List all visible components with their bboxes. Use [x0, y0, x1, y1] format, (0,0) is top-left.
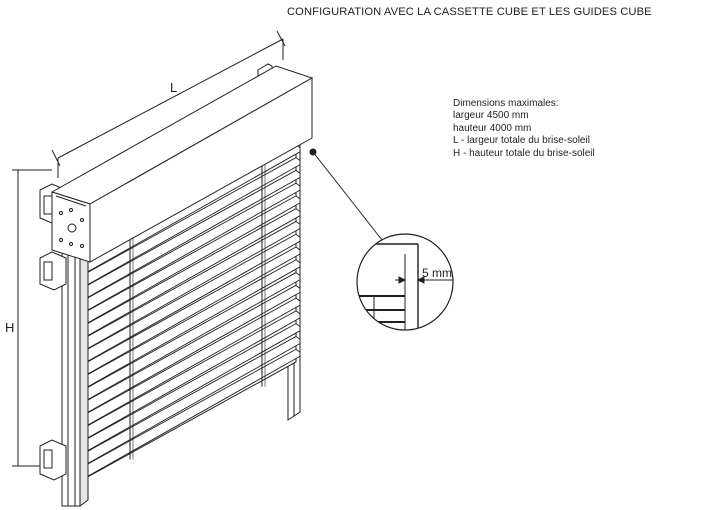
detail-magnifier: 5 mm	[356, 233, 454, 331]
width-label: L	[170, 80, 177, 95]
left-guide-rail	[61, 243, 89, 507]
height-legend: H - hauteur totale du brise-soleil	[453, 147, 595, 159]
detail-leader	[309, 148, 383, 241]
gap-label: 5 mm	[422, 266, 452, 280]
max-width-note: largeur 4500 mm	[453, 110, 529, 122]
width-legend: L - largeur totale du brise-soleil	[453, 135, 590, 147]
blade-panel	[81, 131, 301, 481]
width-dimension	[51, 30, 286, 178]
height-label: H	[5, 320, 14, 335]
notes-block: Dimensions maximales: largeur 4500 mm ha…	[453, 98, 595, 160]
notes-heading: Dimensions maximales:	[453, 98, 559, 109]
max-height-note: hauteur 4000 mm	[453, 122, 532, 134]
drawing-title: CONFIGURATION AVEC LA CASSETTE CUBE ET L…	[287, 6, 652, 18]
cassette-box	[50, 65, 314, 263]
